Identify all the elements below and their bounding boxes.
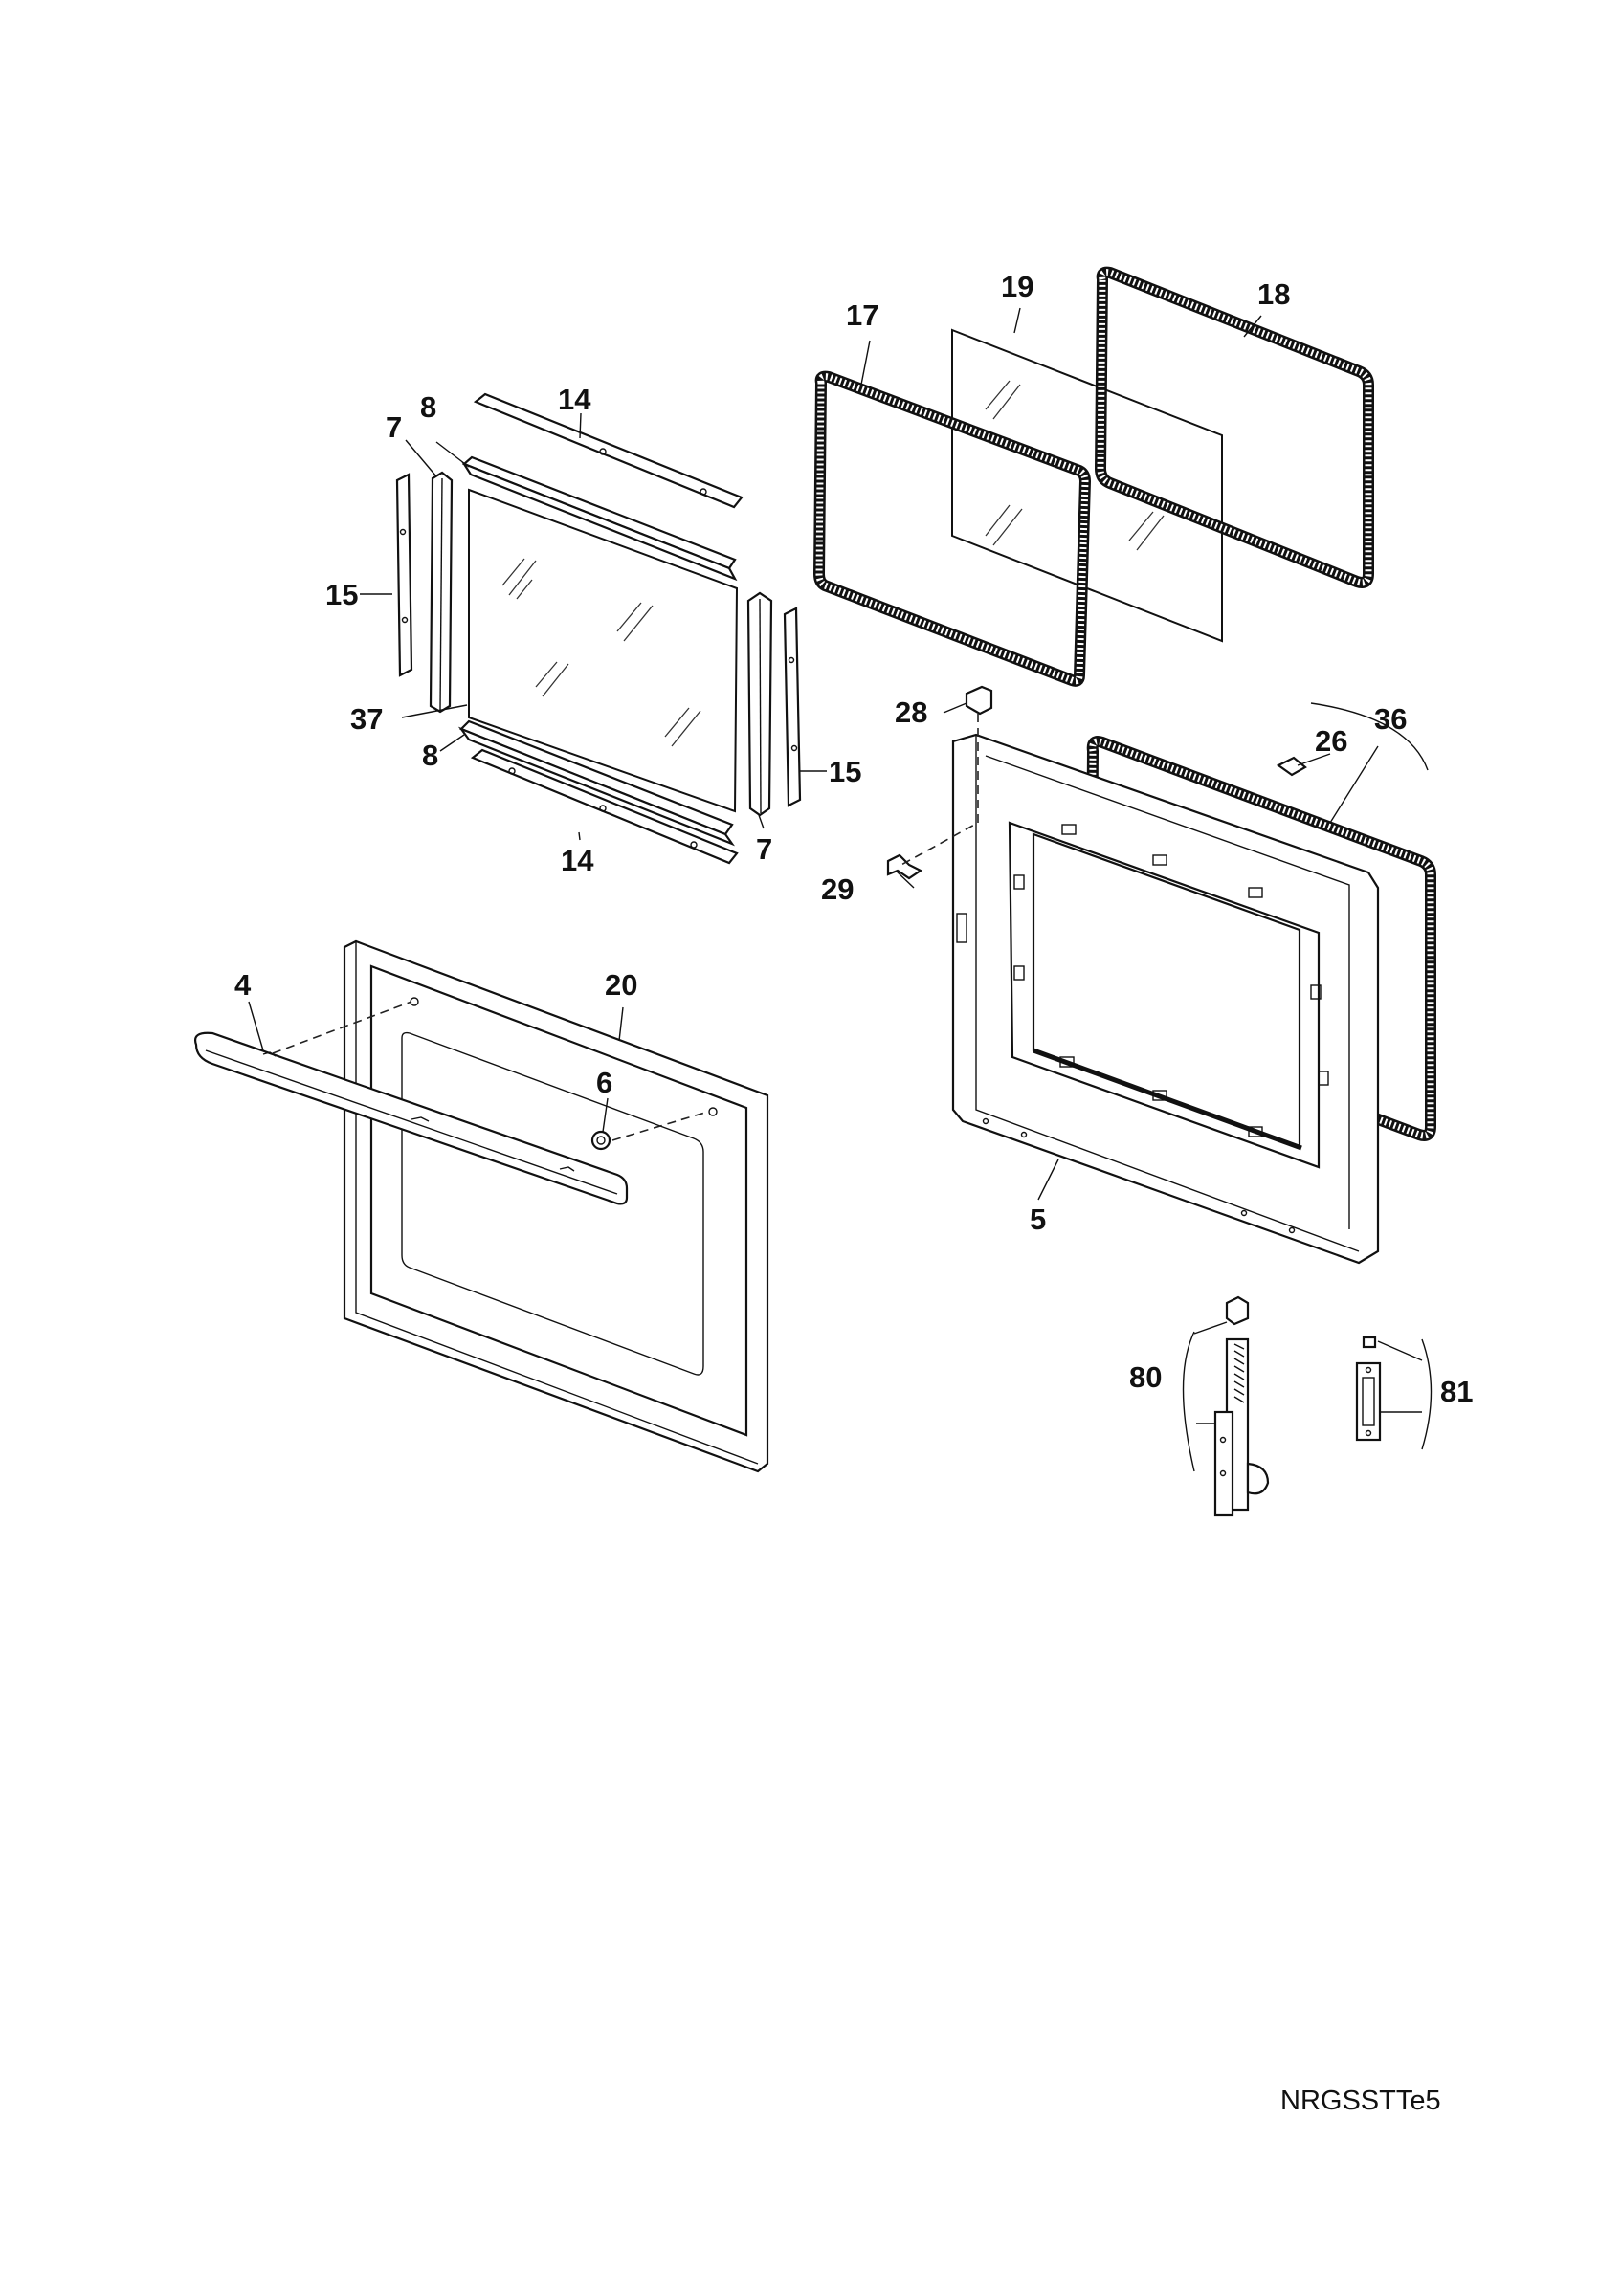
callout-20: 20 bbox=[605, 968, 637, 1002]
callout-26: 26 bbox=[1315, 724, 1347, 758]
callout-29: 29 bbox=[821, 872, 854, 906]
callout-6: 6 bbox=[596, 1066, 612, 1099]
leader-lines bbox=[248, 307, 1433, 1472]
callout-15-right: 15 bbox=[829, 755, 861, 788]
hinge-assemblies bbox=[1213, 1295, 1382, 1517]
inner-glass-assembly bbox=[395, 392, 802, 865]
door-inner-frame-assembly bbox=[886, 685, 1436, 1265]
callout-15-left: 15 bbox=[325, 578, 358, 611]
door-knob bbox=[590, 1130, 611, 1151]
hinge-body bbox=[1213, 1410, 1234, 1517]
callout-8-bottom: 8 bbox=[422, 739, 438, 772]
glass-and-gaskets bbox=[813, 266, 1374, 687]
lower-bracket bbox=[886, 853, 923, 880]
diagram-code: NRGSSTTe5 bbox=[1280, 2086, 1441, 2116]
right-side-strip bbox=[783, 607, 802, 807]
gasket-clip bbox=[1276, 756, 1307, 777]
callout-18: 18 bbox=[1257, 277, 1290, 311]
callout-7-left: 7 bbox=[386, 410, 402, 444]
callout-80: 80 bbox=[1129, 1360, 1162, 1394]
hinge-receiver bbox=[1355, 1361, 1382, 1442]
top-trim-strip bbox=[473, 392, 744, 509]
callout-17: 17 bbox=[846, 298, 878, 332]
callout-7-right: 7 bbox=[756, 832, 772, 866]
callout-36: 36 bbox=[1374, 702, 1407, 736]
receiver-clip bbox=[1362, 1336, 1377, 1349]
callout-14-bottom: 14 bbox=[561, 844, 594, 877]
left-side-strip bbox=[395, 473, 413, 677]
callout-8-top: 8 bbox=[420, 390, 436, 424]
callout-labels: 4 5 6 7 7 8 8 14 14 15 15 17 18 19 20 26… bbox=[234, 270, 1473, 1408]
hinge-cap bbox=[1225, 1295, 1250, 1326]
callout-4: 4 bbox=[234, 968, 252, 1002]
callout-5: 5 bbox=[1030, 1203, 1046, 1236]
callout-14-top: 14 bbox=[558, 383, 591, 416]
door-handle bbox=[194, 1031, 629, 1205]
callout-19: 19 bbox=[1001, 270, 1033, 303]
callout-37: 37 bbox=[350, 702, 383, 736]
callout-81: 81 bbox=[1440, 1375, 1473, 1408]
outer-door-assembly bbox=[194, 939, 769, 1473]
upper-bracket bbox=[965, 685, 993, 716]
callout-28: 28 bbox=[895, 695, 927, 729]
